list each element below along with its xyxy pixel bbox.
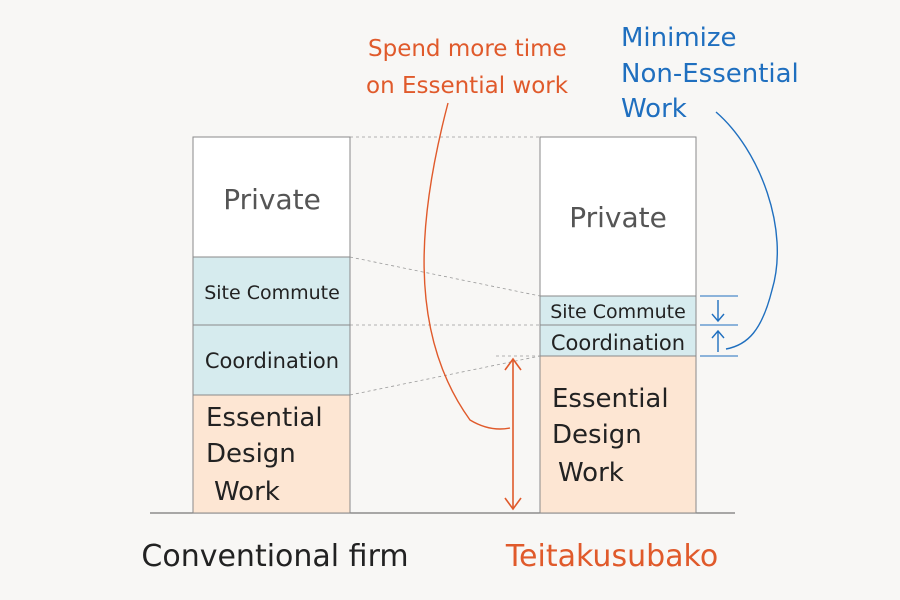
segment-essential-design-work: [539, 355, 697, 514]
segment-label-site-commute: Site Commute: [204, 282, 340, 304]
double-arrow-icon: [504, 357, 522, 511]
annotation-spend-more-line2: on Essential work: [366, 73, 569, 99]
segment-essential-design-work: [192, 394, 351, 514]
segment-label-essential-line2: Design: [206, 439, 296, 469]
annotation-minimize-line2: Non-Essential: [621, 59, 799, 89]
annotation-spend-more: Spend more time on Essential work: [366, 36, 569, 511]
down-arrow-icon: [711, 300, 725, 323]
segment-label-coordination: Coordination: [551, 331, 685, 355]
segment-coordination: [539, 324, 697, 357]
annotation-minimize-line1: Minimize: [621, 23, 737, 53]
segment-label-private: Private: [223, 183, 321, 216]
segment-label-essential-line2: Design: [552, 420, 642, 450]
segment-label-private: Private: [569, 201, 667, 234]
segment-label-essential-line3: Work: [558, 458, 624, 488]
column-title-teitakusubako: Teitakusubako: [505, 539, 718, 574]
segment-label-site-commute: Site Commute: [550, 301, 686, 323]
connector-lines: [349, 136, 541, 396]
up-arrow-icon: [711, 329, 725, 352]
annotation-minimize-pointer: [715, 111, 779, 350]
segment-label-essential-line1: Essential: [552, 384, 669, 414]
segment-coordination: [192, 324, 351, 396]
segment-label-coordination: Coordination: [205, 349, 339, 373]
column-teitakusubako: Private Site Commute Coordination Essent…: [505, 136, 718, 574]
segment-label-essential-line1: Essential: [206, 403, 323, 433]
column-conventional-firm: Private Site Commute Coordination Essent…: [141, 136, 409, 574]
annotation-minimize-line3: Work: [621, 94, 687, 124]
segment-site-commute: [192, 256, 351, 326]
annotation-minimize: Minimize Non-Essential Work: [621, 23, 799, 357]
segment-private: [192, 136, 351, 258]
segment-label-essential-line3: Work: [214, 477, 280, 507]
annotation-spend-more-line1: Spend more time: [368, 36, 567, 62]
connector-private-commute: [349, 256, 541, 297]
column-title-conventional-firm: Conventional firm: [141, 539, 408, 574]
annotation-spend-more-pointer: [423, 102, 511, 430]
